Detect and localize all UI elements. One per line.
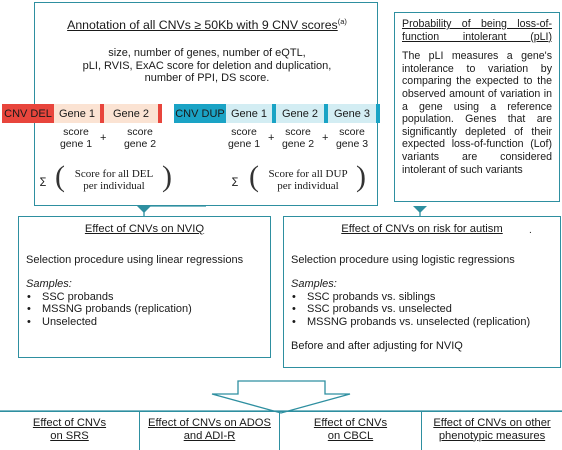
srs-effect-label: Effect of CNVs on SRS [32, 417, 107, 442]
pli-definition-box: Probability of being loss-of-function in… [394, 12, 560, 202]
del-label: CNV DEL [2, 104, 54, 123]
del-score-gene-2: score gene 2 [123, 126, 157, 150]
dup-separator [324, 104, 328, 123]
dup-gene-bar: CNV DUP Gene 1 Gene 2 Gene 3 [174, 104, 380, 123]
pli-description: The pLI measures a gene's intolerance to… [402, 50, 552, 176]
list-item: SSC probands vs. unselected [291, 303, 554, 316]
del-open-paren: ( [55, 160, 65, 193]
dup-score-gene-2: score gene 2 [281, 126, 315, 150]
dup-score-gene-3: score gene 3 [335, 126, 369, 150]
dup-plus: + [322, 132, 329, 144]
del-separator [100, 104, 104, 123]
del-plus: + [100, 132, 107, 144]
score-list-line: pLI, RVIS, ExAC score for deletion and d… [82, 59, 332, 72]
dup-score-gene-1: score gene 1 [227, 126, 261, 150]
autism-body: Selection procedure using logistic regre… [291, 254, 554, 352]
del-gene-bar: CNV DEL Gene 1 Gene 2 [2, 104, 162, 123]
del-gene-2: Gene 2 [104, 104, 158, 123]
nviq-effect-box: Effect of CNVs on NVIQ Selection procedu… [18, 216, 271, 358]
other-measures-cell: Effect of CNVs on other phenotypic measu… [421, 411, 562, 450]
dup-plus: + [268, 132, 275, 144]
del-aggregate-score: Score for all DEL per individual [74, 168, 154, 192]
dup-close-paren: ) [356, 160, 366, 193]
dup-gene-2: Gene 2 [276, 104, 324, 123]
list-item: Unselected [26, 316, 264, 329]
score-list-line: size, number of genes, number of eQTL, [108, 47, 306, 59]
annotation-title: Annotation of all CNVs ≥ 50Kb with 9 CNV… [35, 17, 379, 32]
del-close-paren: ) [162, 160, 172, 193]
score-list-line: number of PPI, DS score. [144, 72, 270, 85]
annotation-title-text: Annotation of all CNVs ≥ 50Kb with 9 CNV… [67, 18, 338, 33]
annotation-footnote-mark: (a) [337, 17, 347, 26]
list-item: SSC probands [26, 291, 264, 304]
nviq-samples-label: Samples: [26, 278, 72, 291]
dup-separator [272, 104, 276, 123]
del-score-gene-1: score gene 1 [59, 126, 93, 150]
score-list: size, number of genes, number of eQTL, p… [35, 47, 379, 85]
dup-label: CNV DUP [174, 104, 226, 123]
other-measures-label: Effect of CNVs on other phenotypic measu… [433, 417, 551, 442]
list-item: SSC probands vs. siblings [291, 291, 554, 304]
dup-aggregate-score: Score for all DUP per individual [268, 168, 348, 192]
nviq-procedure: Selection procedure using linear regress… [26, 254, 244, 266]
del-gene-1: Gene 1 [54, 104, 100, 123]
nviq-samples-list: SSC probands MSSNG probands (replication… [26, 291, 264, 329]
del-separator [158, 104, 162, 123]
ados-effect-cell: Effect of CNVs on ADOS and ADI-R [139, 411, 279, 450]
cbcl-effect-cell: Effect of CNVs on CBCL [279, 411, 421, 450]
dup-sum-symbol: ∑ [232, 177, 239, 187]
autism-samples-list: SSC probands vs. siblings SSC probands v… [291, 291, 554, 329]
autism-risk-box: Effect of CNVs on risk for autism . Sele… [283, 216, 561, 368]
dup-gene-3: Gene 3 [328, 104, 376, 123]
dup-separator [376, 104, 380, 123]
cbcl-effect-label: Effect of CNVs on CBCL [313, 417, 388, 442]
nviq-body: Selection procedure using linear regress… [26, 254, 264, 328]
autism-note: Before and after adjusting for NVIQ [291, 340, 463, 353]
dup-open-paren: ( [249, 160, 259, 193]
ados-effect-label: Effect of CNVs on ADOS and ADI-R [148, 417, 271, 442]
nviq-title: Effect of CNVs on NVIQ [84, 223, 205, 235]
srs-effect-cell: Effect of CNVs on SRS [0, 411, 139, 450]
autism-title: Effect of CNVs on risk for autism [341, 223, 503, 235]
stray-mark: . [529, 225, 532, 236]
autism-samples-label: Samples: [291, 278, 337, 291]
list-item: MSSNG probands (replication) [26, 303, 264, 316]
list-item: MSSNG probands vs. unselected (replicati… [291, 316, 554, 329]
dup-gene-1: Gene 1 [226, 104, 272, 123]
autism-procedure: Selection procedure using logistic regre… [291, 254, 515, 266]
pli-title: Probability of being loss-of-function in… [402, 18, 552, 43]
del-sum-symbol: ∑ [40, 177, 47, 187]
